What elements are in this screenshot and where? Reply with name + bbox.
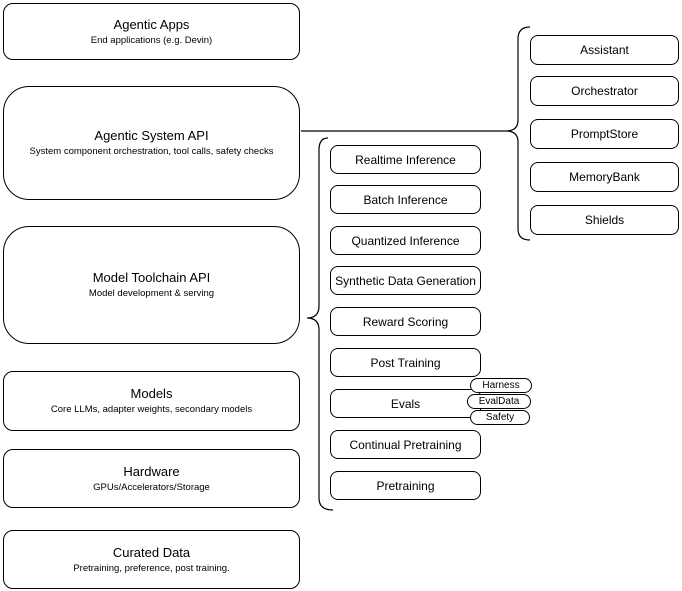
node-realtime-inference: Realtime Inference <box>330 145 481 174</box>
layer-agentic-apps: Agentic Apps End applications (e.g. Devi… <box>3 3 300 60</box>
node-label: Pretraining <box>376 478 435 493</box>
layer-title: Hardware <box>123 463 180 479</box>
tag-safety: Safety <box>470 410 530 425</box>
node-label: Continual Pretraining <box>349 437 462 452</box>
component-assistant: Assistant <box>530 35 679 65</box>
layer-title: Agentic System API <box>94 128 209 143</box>
node-label: Post Training <box>370 355 441 370</box>
component-label: Shields <box>584 213 625 227</box>
node-pretraining: Pretraining <box>330 471 481 500</box>
layer-subtitle: System component orchestration, tool cal… <box>29 146 274 157</box>
node-continual-pretraining: Continual Pretraining <box>330 430 481 459</box>
layer-title: Models <box>130 386 173 401</box>
component-promptstore: PromptStore <box>530 119 679 149</box>
tag-label: Safety <box>485 412 515 423</box>
node-label: Reward Scoring <box>362 314 449 329</box>
tag-label: Harness <box>482 380 520 391</box>
node-batch-inference: Batch Inference <box>330 185 481 214</box>
layer-subtitle: Pretraining, preference, post training. <box>73 562 230 574</box>
component-orchestrator: Orchestrator <box>530 76 679 106</box>
node-label: Evals <box>390 396 421 411</box>
layer-subtitle: Model development & serving <box>88 288 215 299</box>
layer-hardware: Hardware GPUs/Accelerators/Storage <box>3 449 300 508</box>
component-label: PromptStore <box>570 127 639 141</box>
system-components-brace <box>505 26 531 241</box>
component-memorybank: MemoryBank <box>530 162 679 192</box>
node-label: Quantized Inference <box>351 233 460 248</box>
layer-model-toolchain-api: Model Toolchain API Model development & … <box>3 226 300 344</box>
node-evals: Evals <box>330 389 481 418</box>
layer-subtitle: GPUs/Accelerators/Storage <box>93 481 210 493</box>
component-shields: Shields <box>530 205 679 235</box>
tag-evaldata: EvalData <box>467 394 531 409</box>
layer-title: Model Toolchain API <box>92 270 211 285</box>
layer-models: Models Core LLMs, adapter weights, secon… <box>3 371 300 431</box>
layer-subtitle: End applications (e.g. Devin) <box>90 34 213 46</box>
layer-title: Curated Data <box>112 544 191 560</box>
tag-label: EvalData <box>478 396 520 407</box>
node-label: Synthetic Data Generation <box>335 273 476 288</box>
component-label: MemoryBank <box>569 170 640 184</box>
layer-subtitle: Core LLMs, adapter weights, secondary mo… <box>50 404 253 415</box>
node-reward-scoring: Reward Scoring <box>330 307 481 336</box>
tag-harness: Harness <box>470 378 532 393</box>
component-label: Orchestrator <box>571 84 638 98</box>
node-quantized-inference: Quantized Inference <box>330 226 481 255</box>
component-label: Assistant <box>580 43 629 57</box>
layer-title: Agentic Apps <box>113 16 190 32</box>
toolchain-brace <box>306 137 334 511</box>
node-synthetic-data-generation: Synthetic Data Generation <box>330 266 481 295</box>
layer-curated-data: Curated Data Pretraining, preference, po… <box>3 530 300 589</box>
node-label: Batch Inference <box>363 192 448 207</box>
node-post-training: Post Training <box>330 348 481 377</box>
node-label: Realtime Inference <box>355 152 456 167</box>
layer-agentic-system-api: Agentic System API System component orch… <box>3 86 300 200</box>
